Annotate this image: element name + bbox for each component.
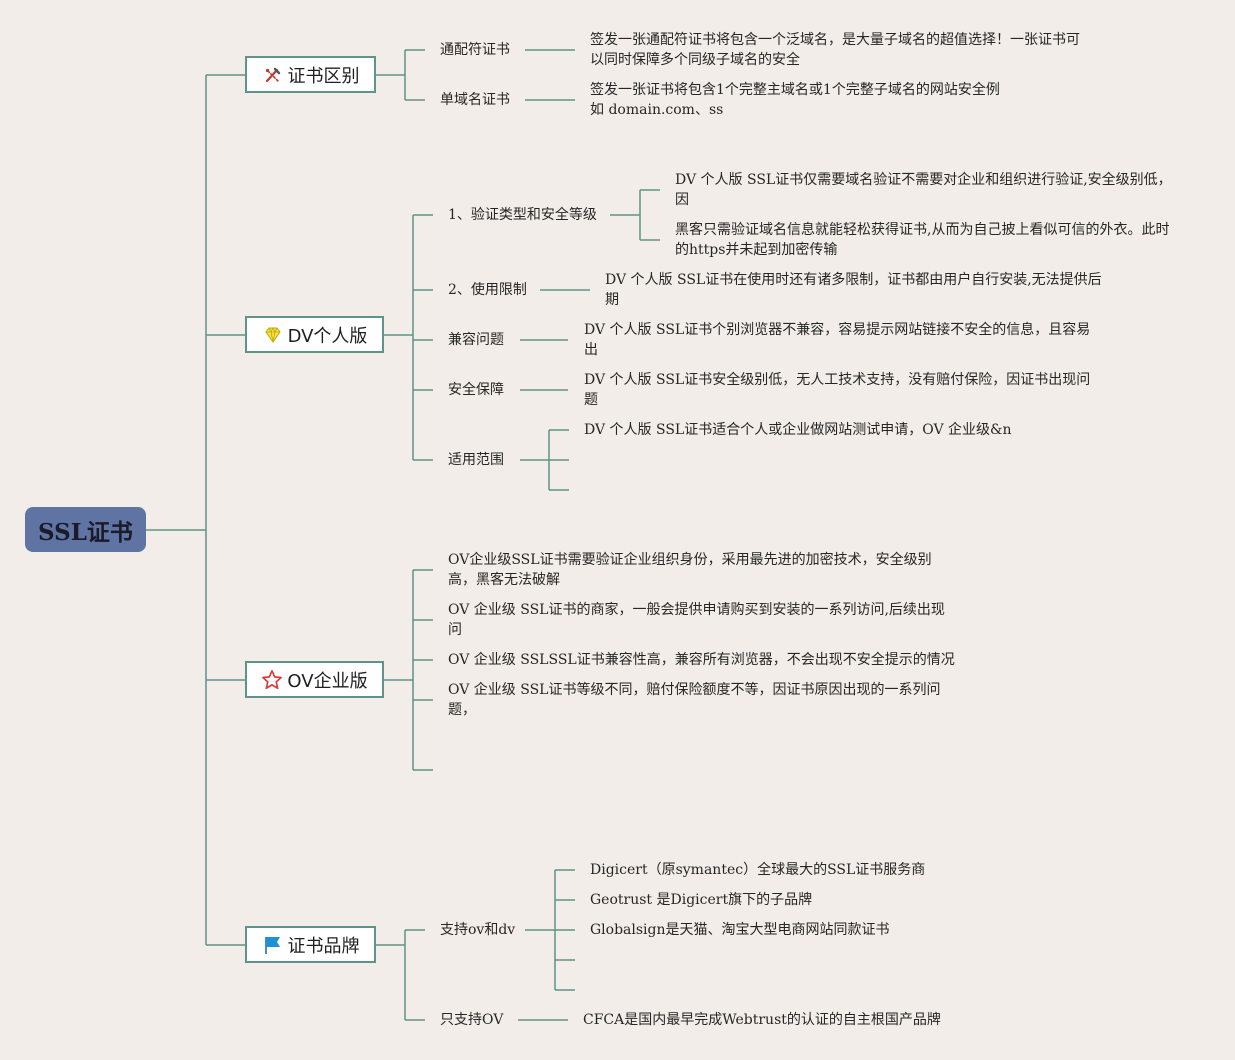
ov-item-4-line1: OV 企业级 SSL证书等级不同，赔付保险额度不等，因证书原因出现的一系列问 bbox=[448, 682, 941, 698]
diamond-icon bbox=[262, 324, 284, 346]
note-single-domain-line1: 签发一张证书将包含1个完整主域名或1个完整子域名的网站安全例 bbox=[590, 82, 1000, 98]
ov-item-2-line1: OV 企业级 SSL证书的商家，一般会提供申请购买到安装的一系列访问,后续出现 bbox=[448, 602, 945, 618]
flag-icon bbox=[262, 934, 284, 956]
branch-certificate-brands[interactable]: 证书品牌 bbox=[245, 926, 376, 963]
ov-item-1-line2: 高，黑客无法破解 bbox=[448, 572, 560, 588]
ov-item-3-line1: OV 企业级 SSLSSL证书兼容性高，兼容所有浏览器，不会出现不安全提示的情况 bbox=[448, 652, 955, 668]
note-security-line2: 题 bbox=[584, 392, 598, 408]
branch-dv-personal[interactable]: DV个人版 bbox=[245, 316, 384, 353]
note-compatibility-line1: DV 个人版 SSL证书个别浏览器不兼容，容易提示网站链接不安全的信息，且容易 bbox=[584, 322, 1091, 338]
note-single-domain-line2: 如 domain.com、ss bbox=[590, 102, 724, 118]
note-verification-b-line2: 的https并未起到加密传输 bbox=[675, 242, 838, 258]
branch-label: OV企业版 bbox=[287, 670, 368, 692]
brand-item-digicert: Digicert（原symantec）全球最大的SSL证书服务商 bbox=[590, 862, 926, 878]
root-node[interactable]: SSL证书 bbox=[25, 507, 146, 552]
ov-item-4-line2: 题， bbox=[448, 702, 476, 718]
topic-security-guarantee[interactable]: 安全保障 bbox=[448, 382, 504, 398]
note-verification-a-line1: DV 个人版 SSL证书仅需要域名验证不需要对企业和组织进行验证,安全级别低， bbox=[675, 172, 1172, 188]
topic-only-ov[interactable]: 只支持OV bbox=[440, 1012, 504, 1028]
topic-compatibility[interactable]: 兼容问题 bbox=[448, 332, 504, 348]
note-security-line1: DV 个人版 SSL证书安全级别低，无人工技术支持，没有赔付保险，因证书出现问 bbox=[584, 372, 1091, 388]
note-wildcard-line2: 以同时保障多个同级子域名的安全 bbox=[590, 52, 800, 68]
note-compatibility-line2: 出 bbox=[584, 342, 598, 358]
note-wildcard-line1: 签发一张通配符证书将包含一个泛域名，是大量子域名的超值选择！一张证书可 bbox=[590, 32, 1080, 48]
note-scope-line1: DV 个人版 SSL证书适合个人或企业做网站测试申请，OV 企业级&n bbox=[584, 422, 1012, 438]
brand-item-geotrust: Geotrust 是Digicert旗下的子品牌 bbox=[590, 892, 813, 908]
topic-applicable-scope[interactable]: 适用范围 bbox=[448, 452, 504, 468]
topic-usage-limits[interactable]: 2、使用限制 bbox=[448, 282, 527, 298]
note-usage-limits-line2: 期 bbox=[605, 292, 619, 308]
note-usage-limits-line1: DV 个人版 SSL证书在使用时还有诸多限制，证书都由用户自行安装,无法提供后 bbox=[605, 272, 1102, 288]
branch-label: 证书品牌 bbox=[287, 935, 360, 957]
brand-item-cfca: CFCA是国内最早完成Webtrust的认证的自主根国产品牌 bbox=[583, 1012, 941, 1028]
topic-supports-ov-dv[interactable]: 支持ov和dv bbox=[440, 922, 516, 938]
topic-single-domain-certificate[interactable]: 单域名证书 bbox=[440, 92, 510, 108]
branch-label: DV个人版 bbox=[287, 325, 368, 347]
topic-verification-type[interactable]: 1、验证类型和安全等级 bbox=[448, 207, 597, 223]
note-verification-b-line1: 黑客只需验证域名信息就能轻松获得证书,从而为自己披上看似可信的外衣。此时 bbox=[675, 222, 1170, 238]
star-icon bbox=[261, 669, 283, 691]
branch-ov-enterprise[interactable]: OV企业版 bbox=[245, 661, 384, 698]
brand-item-globalsign: Globalsign是天猫、淘宝大型电商网站同款证书 bbox=[590, 922, 890, 938]
topic-wildcard-certificate[interactable]: 通配符证书 bbox=[440, 42, 510, 58]
tools-icon bbox=[262, 64, 284, 86]
branch-certificate-difference[interactable]: 证书区别 bbox=[245, 56, 376, 93]
ov-item-2-line2: 问 bbox=[448, 622, 462, 638]
branch-label: 证书区别 bbox=[287, 65, 360, 87]
ov-item-1-line1: OV企业级SSL证书需要验证企业组织身份，采用最先进的加密技术，安全级别 bbox=[448, 552, 932, 568]
note-verification-a-line2: 因 bbox=[675, 192, 689, 208]
